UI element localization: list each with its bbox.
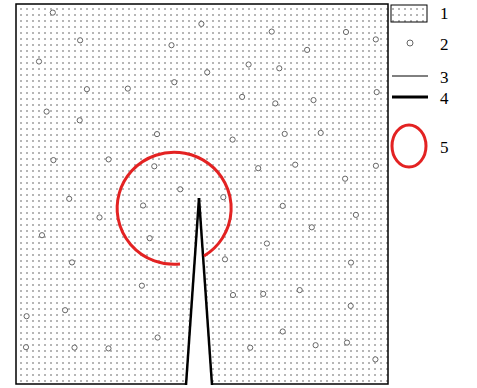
pore (293, 162, 298, 167)
pore (23, 345, 28, 350)
pore (63, 308, 68, 313)
pore (230, 292, 235, 297)
pore (51, 158, 56, 163)
process-zone (117, 152, 231, 264)
pore (348, 303, 353, 308)
pore (311, 98, 316, 103)
pore (169, 43, 174, 48)
legend-label: 1 (440, 5, 449, 22)
pore (72, 345, 77, 350)
pore (313, 343, 318, 348)
pore (297, 288, 302, 293)
pore (373, 357, 378, 362)
pore (84, 87, 89, 92)
pore (67, 196, 72, 201)
pore (125, 86, 130, 91)
pore (280, 329, 285, 334)
pore (221, 195, 226, 200)
legend-label: 5 (440, 139, 449, 156)
pore (318, 130, 323, 135)
pore (374, 90, 379, 95)
pore (373, 37, 378, 42)
pore (77, 118, 82, 123)
pore (199, 21, 204, 26)
pore (261, 291, 266, 296)
legend-sample (391, 5, 427, 22)
pore (248, 345, 253, 350)
specimen-panel (16, 4, 388, 384)
pore (141, 203, 146, 208)
pore (353, 212, 358, 217)
pore (309, 225, 314, 230)
legend-label: 4 (440, 90, 449, 107)
pore (222, 257, 227, 262)
pore (256, 166, 261, 171)
legend-label: 2 (440, 36, 449, 53)
pore (139, 283, 144, 288)
pore (147, 236, 152, 241)
pore (155, 335, 160, 340)
pore (230, 137, 235, 142)
pore (273, 101, 278, 106)
pore (178, 187, 183, 192)
pore (343, 176, 348, 181)
pore (50, 10, 55, 15)
pore (282, 131, 287, 136)
pore (277, 66, 282, 71)
pore (36, 59, 41, 64)
pore (305, 47, 310, 52)
pore (97, 215, 102, 220)
pore (154, 132, 159, 137)
pore (348, 260, 353, 265)
pore (152, 164, 157, 169)
pore (24, 314, 29, 319)
legend-sample (407, 40, 413, 46)
pore (246, 62, 251, 67)
legend-sample (392, 125, 426, 167)
pore (240, 94, 245, 99)
pore (343, 29, 348, 34)
pore (106, 157, 111, 162)
crack-line (199, 198, 212, 385)
crack-line (186, 198, 199, 385)
pore (106, 346, 111, 351)
pore (264, 241, 269, 246)
pore (269, 29, 274, 34)
legend-sample (392, 76, 428, 77)
pore (44, 109, 49, 114)
pore (78, 38, 83, 43)
notch (186, 198, 212, 385)
pore (344, 340, 349, 345)
pore (373, 163, 378, 168)
pore (205, 70, 210, 75)
legend-sample (392, 96, 428, 99)
pore (69, 260, 74, 265)
pore (39, 233, 44, 238)
pore (280, 203, 285, 208)
pore (172, 80, 177, 85)
legend-label: 3 (440, 69, 449, 86)
